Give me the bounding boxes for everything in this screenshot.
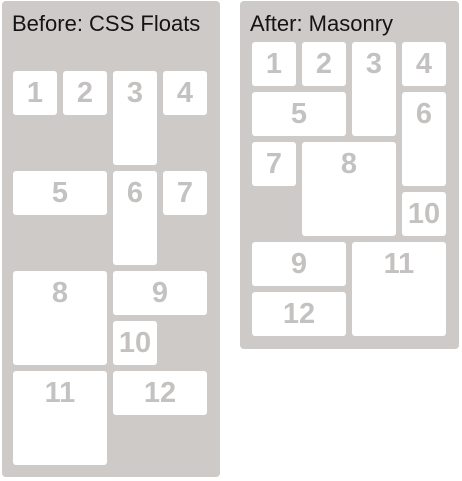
before-tile-2: 2 (63, 71, 107, 115)
panel-title-before: Before: CSS Floats (12, 11, 201, 36)
before-tile-12: 12 (113, 371, 207, 415)
after-tile-8: 8 (302, 142, 396, 236)
before-tile-10: 10 (113, 321, 157, 365)
before-tile-8: 8 (13, 271, 107, 365)
before-tile-3: 3 (113, 71, 157, 165)
panel-after-masonry: After: Masonry 1 2 3 4 5 6 7 8 10 9 11 1… (240, 1, 459, 349)
after-tile-4: 4 (402, 42, 446, 86)
after-tile-1: 1 (252, 42, 296, 86)
before-tile-4: 4 (163, 71, 207, 115)
panel-title-after: After: Masonry (250, 11, 394, 36)
after-tile-10: 10 (402, 192, 446, 236)
after-tile-12: 12 (252, 292, 346, 336)
panel-before-css-floats: Before: CSS Floats 1 2 3 4 5 6 7 8 9 10 … (2, 1, 220, 477)
before-tile-6: 6 (113, 171, 157, 265)
after-tile-3: 3 (352, 42, 396, 136)
before-tile-1: 1 (13, 71, 57, 115)
after-tile-11: 11 (352, 242, 446, 336)
after-tile-9: 9 (252, 242, 346, 286)
before-tile-5: 5 (13, 171, 107, 215)
after-tile-2: 2 (302, 42, 346, 86)
after-tile-7: 7 (252, 142, 296, 186)
before-tile-11: 11 (13, 371, 107, 465)
before-tile-7: 7 (163, 171, 207, 215)
before-tile-9: 9 (113, 271, 207, 315)
after-tile-5: 5 (252, 92, 346, 136)
after-tile-6: 6 (402, 92, 446, 186)
